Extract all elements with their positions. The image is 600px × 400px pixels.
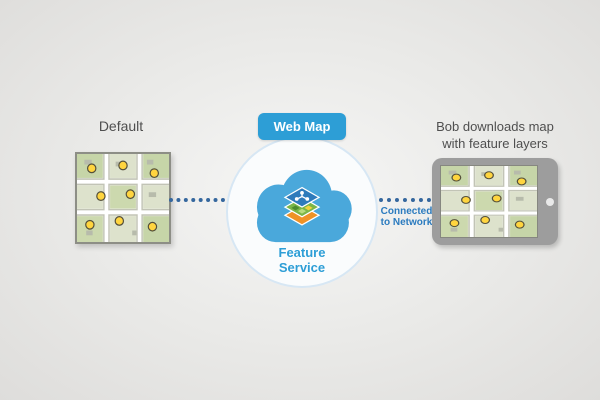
connected-line1: Connected <box>380 206 433 217</box>
tablet-icon <box>432 158 558 245</box>
tablet-caption-line2: with feature layers <box>442 136 548 151</box>
default-caption: Default <box>98 118 144 134</box>
default-map-thumbnail-icon <box>75 152 171 244</box>
tablet-screen-map-icon <box>440 165 538 238</box>
web-map-badge: Web Map <box>258 113 346 140</box>
tablet-caption-line1: Bob downloads map <box>436 119 554 134</box>
dotted-connector-right <box>379 198 431 202</box>
dotted-connector-left <box>169 198 225 202</box>
web-map-badge-label: Web Map <box>273 119 331 134</box>
camera-dot-icon <box>546 197 554 206</box>
feature-service-line2: Service <box>278 260 326 275</box>
connected-line2: to Network <box>380 217 433 228</box>
feature-service-line1: Feature <box>278 245 326 260</box>
feature-service-label: Feature Service <box>226 245 378 275</box>
feature-layers-stack-icon <box>276 178 328 228</box>
connected-to-network-label: Connected to Network <box>379 206 434 228</box>
tablet-caption: Bob downloads map with feature layers <box>415 118 575 152</box>
